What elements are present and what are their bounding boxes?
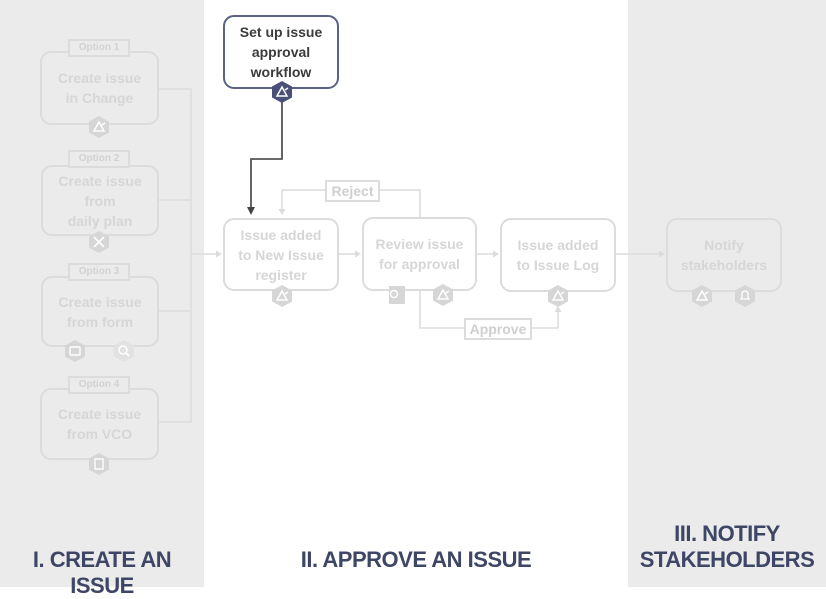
lane-create [0,0,204,587]
form-icon [65,340,85,362]
option1-box[interactable]: Create issue in Change [40,51,159,125]
lane-notify-title: III. NOTIFY STAKEHOLDERS [639,521,815,572]
option1-label: Option 1 [68,39,130,57]
outlook-icon [389,286,405,304]
lane-notify [628,0,826,587]
option4-label: Option 4 [68,376,130,394]
issue-added-new-box[interactable]: Issue added to New Issue register [223,218,339,291]
setup-workflow-box[interactable]: Set up issue approval workflow [223,15,339,89]
option3-label: Option 3 [68,263,130,281]
bell-icon [735,285,755,307]
workflow-icon [272,81,292,103]
connectors [159,88,665,423]
option4-box[interactable]: Create issue from VCO [40,388,159,460]
document-icon [89,453,109,475]
workflow-icon [692,285,712,307]
lane-approve-title: II. APPROVE AN ISSUE [300,547,532,572]
workflow-icon [89,116,109,138]
tools-icon [89,231,109,253]
search-icon [114,340,134,362]
issue-added-log-box[interactable]: Issue added to Issue Log [500,218,616,292]
workflow-icon [272,285,292,307]
option2-box[interactable]: Create issue from daily plan [41,165,159,236]
reject-label: Reject [325,180,380,202]
review-issue-box[interactable]: Review issue for approval [362,217,477,291]
workflow-icon [548,285,568,307]
option2-label: Option 2 [68,150,130,168]
option3-box[interactable]: Create issue from form [41,276,159,347]
notify-stakeholders-box[interactable]: Notify stakeholders [666,218,782,292]
lane-create-title: I. CREATE AN ISSUE [32,547,172,598]
approve-label: Approve [464,318,532,340]
workflow-icon [433,284,453,306]
